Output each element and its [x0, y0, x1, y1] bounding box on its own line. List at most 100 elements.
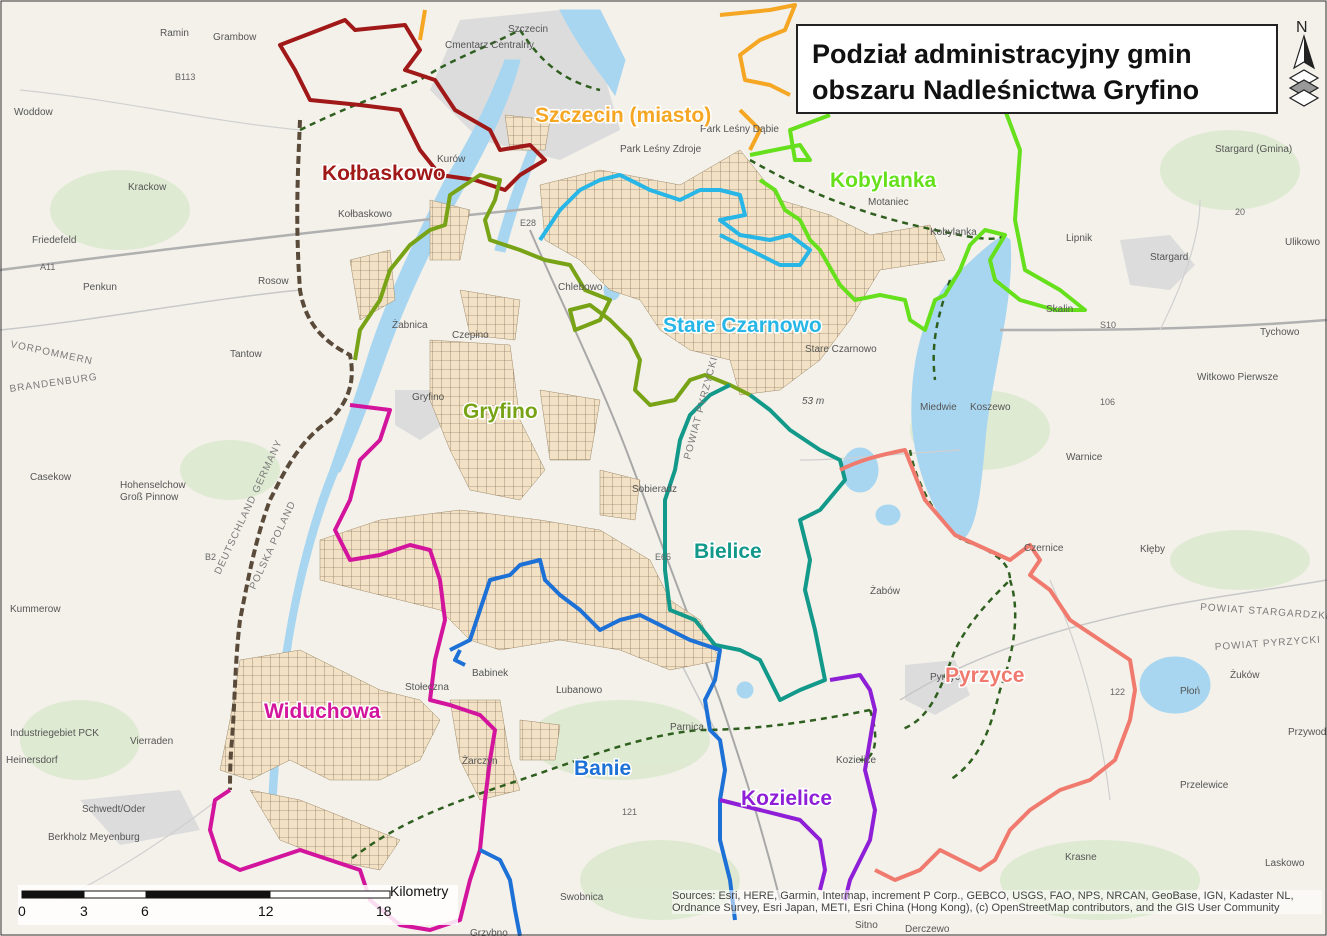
- attribution-text: Sources: Esri, HERE, Garmin, Intermap, i…: [672, 890, 1322, 914]
- place-label: Skalin: [1046, 304, 1073, 315]
- road-labels: E28 A11 S10 E65 B113 B2 20 106 122 121: [40, 72, 1245, 817]
- gmina-label-kobylanka: Kobylanka: [830, 169, 937, 192]
- place-label: Koszewo: [970, 402, 1011, 413]
- place-label: Woddow: [14, 107, 54, 118]
- road-label: 121: [622, 807, 637, 817]
- scale-bar-unit: Kilometry: [390, 883, 449, 899]
- place-label: Casekow: [30, 472, 72, 483]
- map-title-box: Podział administracyjny gmin obszaru Nad…: [796, 24, 1278, 114]
- place-label: Kołbaskowo: [338, 209, 392, 220]
- road-label: 20: [1235, 207, 1245, 217]
- place-label: Żarczyn: [462, 754, 498, 767]
- scale-bar-graphic: [21, 890, 391, 899]
- place-label: Stare Czarnowo: [805, 344, 877, 355]
- gmina-label-kolbaskowo: Kołbaskowo: [322, 162, 446, 185]
- road-label: S10: [1100, 320, 1116, 330]
- place-label: Sitno: [855, 920, 878, 931]
- place-label: Motaniec: [868, 197, 909, 208]
- scale-tick: 18: [376, 903, 392, 919]
- state-border: [228, 119, 354, 791]
- road-label: 106: [1100, 397, 1115, 407]
- gmina-label-kozielice: Kozielice: [741, 787, 832, 810]
- place-label: Industriegebiet PCK: [10, 728, 99, 739]
- road-label: 122: [1110, 687, 1125, 697]
- place-label: Żabnica: [392, 318, 428, 331]
- region-label-powiat-3: POWIAT PYRZYCKI: [1214, 635, 1321, 653]
- gmina-label-szczecin: Szczecin (miasto): [535, 104, 711, 127]
- place-label: Stołeczna: [405, 682, 449, 693]
- region-label-powiat-1: POWIAT PYRZYCKI: [682, 355, 720, 461]
- road-label: E65: [655, 552, 671, 562]
- gmina-boundaries: [208, 3, 1137, 936]
- place-label: Ulikowo: [1285, 237, 1320, 248]
- place-label: Gryfino: [412, 392, 445, 403]
- gmina-label-gryfino: Gryfino: [463, 400, 538, 423]
- place-label: Grambow: [213, 32, 257, 43]
- place-label: Szczecin: [508, 24, 548, 35]
- place-label: Kurów: [437, 154, 466, 165]
- place-label: Miedwie: [920, 402, 957, 413]
- region-label-vorpommern: VORPOMMERN: [9, 339, 93, 367]
- place-label: Przywodzie: [1288, 727, 1327, 738]
- place-label: Vierraden: [130, 736, 173, 747]
- region-label-brandenburg: BRANDENBURG: [9, 372, 98, 395]
- road-label: E28: [520, 218, 536, 228]
- place-label: Babinek: [472, 668, 509, 679]
- gmina-label-bielice: Bielice: [694, 540, 762, 563]
- road-label: B2: [205, 552, 216, 562]
- place-label: Czepino: [452, 330, 489, 341]
- place-label: Stargard (Gmina): [1215, 144, 1292, 155]
- place-label: Krasne: [1065, 852, 1097, 863]
- place-label: Cmentarz Centralny: [445, 40, 534, 51]
- map-title-line-1: Podział administracyjny gmin: [812, 39, 1192, 69]
- north-letter: N: [1296, 19, 1308, 36]
- water-bodies: [267, 9, 1211, 821]
- place-label: Hohenselchow: [120, 480, 186, 491]
- place-label: Derczewo: [905, 924, 950, 935]
- place-label: Friedefeld: [32, 235, 76, 246]
- place-label: Groß Pinnow: [120, 492, 179, 503]
- place-label: Przelewice: [1180, 780, 1229, 791]
- gmina-label-widuchowa: Widuchowa: [264, 700, 381, 723]
- place-label: Warnice: [1066, 452, 1103, 463]
- scale-tick: 0: [18, 903, 26, 919]
- scale-bar: Kilometry 0 3 6 12 18: [18, 883, 458, 925]
- place-label: Witkowo Pierwsze: [1197, 372, 1279, 383]
- place-label: Kozielice: [836, 755, 876, 766]
- place-label: Laskowo: [1265, 858, 1305, 869]
- place-label: Sobieradz: [632, 484, 677, 495]
- gmina-labels: Kołbaskowo Szczecin (miasto) Kobylanka S…: [263, 103, 1026, 812]
- place-label: Pyrzyce: [930, 672, 966, 683]
- place-label: Heinersdorf: [6, 755, 58, 766]
- place-label: Krackow: [128, 182, 167, 193]
- place-label: Penkun: [83, 282, 117, 293]
- region-label-powiat-2: POWIAT STARGARDZKI: [1200, 602, 1327, 622]
- scale-tick: 3: [80, 903, 88, 919]
- place-label: Rosow: [258, 276, 289, 287]
- place-label: Lubanowo: [556, 685, 603, 696]
- gmina-label-stare-czarnowo: Stare Czarnowo: [663, 314, 822, 337]
- place-labels: Szczecin Cmentarz Centralny Ramin Grambo…: [6, 24, 1327, 936]
- scale-tick: 12: [258, 903, 274, 919]
- place-label: Park Leśny Dąbie: [700, 124, 779, 135]
- place-label: Płoń: [1180, 686, 1200, 697]
- place-label: Grzybno: [470, 928, 508, 936]
- place-label: Stargard: [1150, 252, 1188, 263]
- place-label: Lipnik: [1066, 233, 1093, 244]
- place-label: Kobylanka: [930, 227, 977, 238]
- place-label: Żabów: [870, 584, 901, 597]
- map-title-line-2: obszaru Nadleśnictwa Gryfino: [812, 75, 1200, 105]
- place-label: Swobnica: [560, 892, 604, 903]
- place-label: Czernice: [1024, 543, 1064, 554]
- place-label: Kłęby: [1140, 544, 1165, 555]
- road-label: B113: [175, 72, 195, 82]
- gmina-label-banie: Banie: [574, 757, 631, 780]
- place-label: Kummerow: [10, 604, 61, 615]
- place-label: Chlebowo: [558, 282, 603, 293]
- scale-tick: 6: [141, 903, 149, 919]
- gmina-label-pyrzyce: Pyrzyce: [945, 664, 1024, 687]
- place-label: Schwedt/Oder: [82, 804, 146, 815]
